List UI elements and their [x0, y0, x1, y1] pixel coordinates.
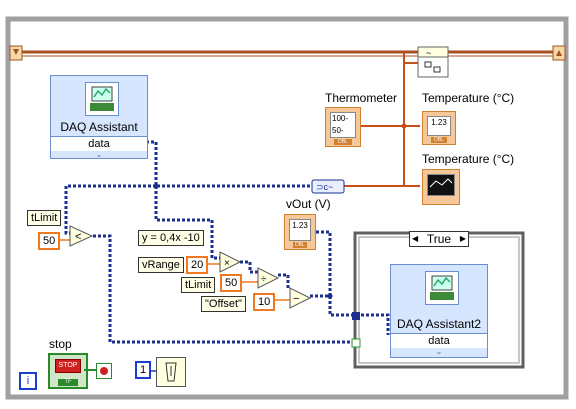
svg-text:⊃c~: ⊃c~ — [316, 182, 333, 192]
temperature-chart-label: Temperature (°C) — [422, 152, 515, 166]
temperature-numeric-label: Temperature (°C) — [422, 91, 515, 105]
subtract-node — [289, 287, 312, 309]
dbl-tag: DBL — [431, 137, 447, 143]
thermometer-label: Thermometer — [325, 91, 398, 105]
expand-chevron-icon[interactable]: ⌄ — [435, 347, 443, 356]
iteration-terminal: i — [19, 372, 37, 390]
case-selector-value: True — [426, 232, 452, 246]
vout-indicator[interactable]: 1.23 DBL — [284, 214, 316, 250]
numeric-display: 1.23 — [289, 219, 311, 241]
case-next-icon[interactable]: ▶ — [459, 234, 466, 243]
svg-text:−: − — [293, 293, 299, 305]
constant-50b[interactable]: 50 — [220, 274, 243, 292]
stop-button[interactable]: STOP TF — [48, 353, 88, 389]
numeric-display: 1.23 — [427, 116, 451, 136]
daq-data-port[interactable]: data — [51, 136, 147, 151]
expand-chevron-icon[interactable]: ⌄ — [95, 150, 103, 159]
formula-label: y = 0,4x -10 — [138, 230, 204, 246]
wait-constant[interactable]: 1 — [135, 361, 152, 379]
svg-text:÷: ÷ — [261, 274, 267, 285]
daq2-data-port[interactable]: data — [391, 333, 487, 348]
daq-assistant-title: DAQ Assistant — [60, 120, 138, 134]
tlimit2-label: tLimit — [181, 277, 216, 293]
divide-node — [257, 267, 280, 289]
temperature-numeric-indicator[interactable]: 1.23 DBL — [422, 111, 456, 145]
thermo-scale-mid: 50- — [332, 126, 344, 135]
multiply-node — [219, 251, 242, 273]
svg-text:×: × — [224, 258, 230, 269]
convert-dynamic-node — [311, 179, 345, 194]
daq-assistant2-title: DAQ Assistant2 — [396, 317, 482, 331]
loop-index-label: i — [26, 375, 30, 387]
case-prev-icon[interactable]: ◀ — [412, 234, 419, 243]
while-loop-frame — [5, 16, 569, 400]
thermo-scale-hi: 100- — [332, 114, 349, 123]
daq-assistant[interactable]: DAQ Assistant data ⌄ — [50, 75, 148, 159]
dbl-tag: DBL — [293, 242, 307, 248]
dbl-tag: DBL — [334, 139, 352, 145]
vout-label: vOut (V) — [286, 197, 331, 211]
daq-icon — [425, 271, 459, 305]
daq-icon — [85, 82, 119, 116]
stop-button-face: STOP — [55, 359, 81, 373]
case-selector[interactable]: ◀ True ▶ — [409, 231, 469, 247]
chart-display — [427, 174, 455, 196]
svg-text:~: ~ — [426, 48, 431, 58]
less-than-node — [69, 225, 94, 247]
stop-label: stop — [49, 337, 72, 351]
offset-label: "Offset" — [201, 296, 246, 312]
tlimit-label: tLimit — [27, 210, 62, 226]
vrange-label: vRange — [138, 257, 184, 273]
wait-ms-icon — [156, 357, 186, 387]
constant-20[interactable]: 20 — [186, 256, 209, 274]
daq-assistant2[interactable]: DAQ Assistant2 data ⌄ — [390, 264, 488, 358]
loop-condition-terminal — [96, 363, 112, 379]
constant-50[interactable]: 50 — [38, 232, 61, 250]
svg-text:<: < — [75, 231, 81, 243]
tf-tag: TF — [58, 379, 78, 386]
temperature-chart-indicator[interactable] — [422, 169, 460, 205]
thermometer-indicator[interactable]: 100- 50- DBL — [325, 107, 361, 147]
constant-10[interactable]: 10 — [253, 293, 276, 311]
